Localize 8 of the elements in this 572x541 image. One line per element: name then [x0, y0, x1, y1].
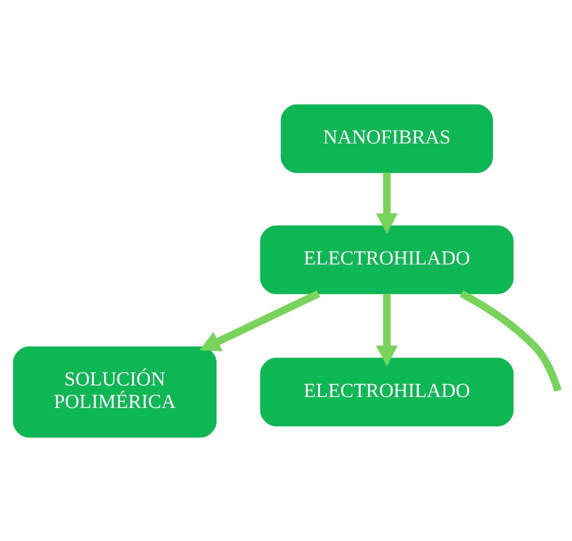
connector [460, 290, 562, 392]
node-box: ELECTROHILADO [260, 224, 514, 294]
arrow [376, 172, 398, 234]
node-box: NANOFIBRAS [280, 104, 493, 173]
node-box: ELECTROHILADO [260, 357, 514, 426]
node-box: SOLUCIÓN POLIMÉRICA [13, 346, 216, 438]
arrow [200, 290, 320, 351]
arrow [376, 293, 398, 366]
